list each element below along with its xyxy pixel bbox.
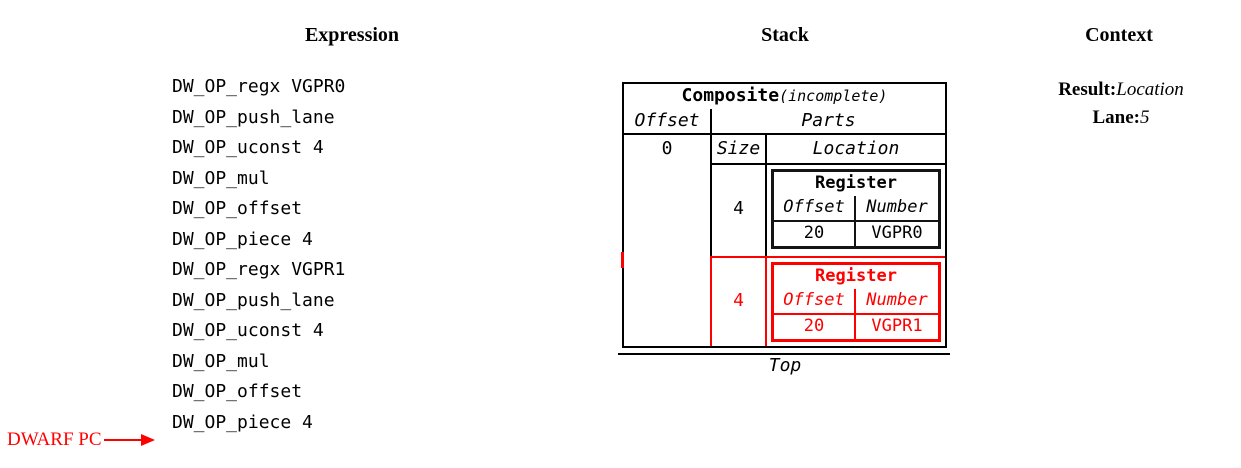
expression-op: DW_OP_offset	[172, 381, 303, 403]
dwarf-pc-marker: DWARF PC	[7, 429, 155, 451]
parts-subheader-row: Size Location	[710, 135, 945, 165]
offset-column-header: Offset	[624, 109, 710, 135]
expression-op: DW_OP_mul	[172, 350, 270, 372]
expression-op: DW_OP_piece 4	[172, 228, 313, 250]
offset-value-cell: 0	[661, 138, 673, 159]
lane-value: 5	[1140, 107, 1150, 128]
dwarf-pc-arrowhead-icon	[140, 434, 155, 446]
dwarf-pc-arrow-line	[103, 439, 141, 441]
register-number-header: Number	[866, 290, 928, 310]
register-value-row: 20 VGPR1	[774, 315, 938, 339]
register-title: Register	[815, 266, 897, 286]
stack-column-header: Stack	[761, 24, 809, 46]
result-label: Result:	[1058, 79, 1117, 100]
register-offset-value: 20	[774, 222, 856, 246]
register-header-row: Offset Number	[774, 289, 938, 315]
stack-top-label: Top	[768, 355, 802, 376]
expression-op: DW_OP_uconst 4	[172, 320, 324, 342]
part-location-cell: Register Offset Number 20 VGPR1	[767, 258, 945, 346]
parts-column: Parts Size Location 4 Register Offset Nu…	[710, 109, 945, 346]
context-lane-row: Lane:5	[1093, 106, 1150, 130]
lane-label: Lane:	[1092, 107, 1141, 128]
register-offset-header: Offset	[774, 196, 856, 220]
result-value: Location	[1116, 79, 1184, 100]
stack-base-line	[618, 353, 950, 355]
register-header-row: Offset Number	[774, 196, 938, 222]
register-table-vgpr0: Register Offset Number 20 VGPR0	[771, 169, 941, 249]
expression-op: DW_OP_uconst 4	[172, 137, 324, 159]
expression-op: DW_OP_push_lane	[172, 106, 335, 128]
part-location-cell: Register Offset Number 20 VGPR0	[767, 165, 945, 256]
offset-column: Offset 0	[624, 109, 710, 346]
register-number-header: Number	[866, 197, 928, 217]
context-column-header: Context	[1085, 24, 1153, 46]
dwarf-pc-label: DWARF PC	[7, 429, 102, 450]
location-column-header: Location	[812, 138, 900, 159]
expression-op: DW_OP_regx VGPR1	[172, 259, 346, 281]
expression-op-list: DW_OP_regx VGPR0 DW_OP_push_lane DW_OP_u…	[172, 72, 345, 439]
expression-op: DW_OP_mul	[172, 167, 270, 189]
expression-op: DW_OP_piece 4	[172, 412, 313, 434]
part-size-cell: 4	[712, 258, 767, 346]
register-table-vgpr1: Register Offset Number 20 VGPR1	[771, 262, 941, 342]
size-column-header: Size	[712, 135, 767, 163]
expression-op: DW_OP_offset	[172, 198, 303, 220]
stack-composite-table: Composite(incomplete) Offset 0 Parts Siz…	[622, 82, 947, 348]
part-row-vgpr1-highlighted: 4 Register Offset Number 20 VGPR1	[710, 256, 945, 346]
parts-column-header: Parts	[710, 109, 945, 135]
expression-column-header: Expression	[304, 24, 400, 46]
register-offset-header: Offset	[774, 289, 856, 313]
register-number-value: VGPR0	[871, 223, 923, 243]
register-offset-value: 20	[774, 315, 856, 339]
part-size-cell: 4	[712, 165, 767, 256]
register-number-value: VGPR1	[871, 316, 923, 336]
register-title: Register	[815, 173, 897, 193]
register-value-row: 20 VGPR0	[774, 222, 938, 246]
part-row-vgpr0: 4 Register Offset Number 20 VGPR0	[710, 165, 945, 256]
context-result-row: Result:Location	[1058, 78, 1184, 102]
highlight-row-left-tick	[621, 252, 624, 268]
composite-header: Composite(incomplete)	[624, 84, 945, 109]
composite-table-body: Offset 0 Parts Size Location 4 Register …	[624, 109, 945, 346]
composite-title: Composite	[681, 85, 780, 106]
expression-op: DW_OP_regx VGPR0	[172, 76, 346, 97]
composite-qualifier: (incomplete)	[779, 87, 888, 105]
expression-op: DW_OP_push_lane	[172, 289, 335, 311]
